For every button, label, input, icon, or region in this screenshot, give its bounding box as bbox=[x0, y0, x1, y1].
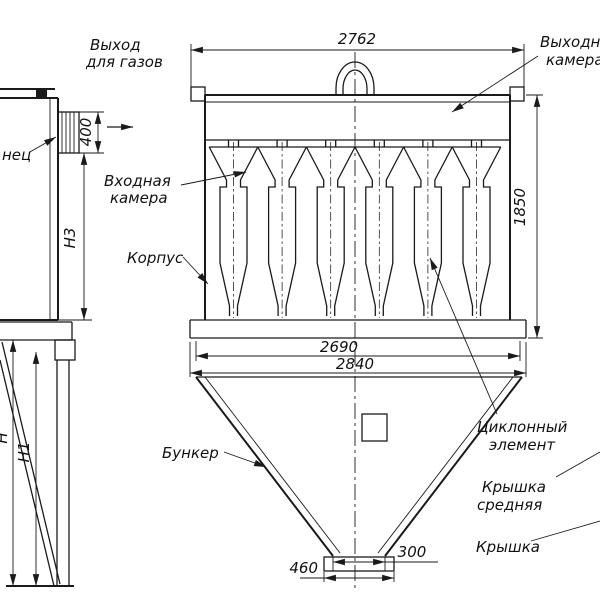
dim-text-h1: Н1 bbox=[15, 442, 33, 463]
gas-outlet-flange bbox=[57, 111, 80, 154]
label-outlet-chamber-line2: камера bbox=[546, 51, 600, 69]
front-view-dimensions bbox=[189, 44, 543, 582]
front-view bbox=[189, 52, 527, 588]
side-view bbox=[0, 88, 133, 587]
dim-text-300: 300 bbox=[398, 543, 427, 561]
lifting-lug bbox=[335, 61, 375, 95]
label-gas-outlet-line2: для газов bbox=[85, 53, 163, 71]
label-cover-middle-line1: Крышка bbox=[482, 478, 546, 496]
hopper-outline bbox=[195, 376, 523, 557]
label-hopper: Бункер bbox=[162, 444, 219, 462]
bottom-flange bbox=[189, 319, 527, 339]
hopper-access-hatch bbox=[361, 413, 388, 442]
label-body: Корпус bbox=[127, 249, 184, 267]
side-top-fitting bbox=[36, 88, 47, 98]
leader-flange bbox=[29, 136, 57, 153]
side-view-dimensions bbox=[9, 111, 104, 586]
dim-text-2840: 2840 bbox=[336, 355, 374, 373]
side-support-flange bbox=[0, 321, 73, 341]
side-support-bracket bbox=[54, 339, 76, 361]
label-inlet-chamber-line2: камера bbox=[110, 189, 168, 207]
dim-text-h3: Н3 bbox=[61, 228, 79, 249]
cyclone-element bbox=[257, 139, 308, 319]
label-gas-outlet-line1: Выход bbox=[90, 36, 141, 54]
cyclone-element bbox=[402, 139, 453, 319]
label-cyclone-element-line1: Циклонный bbox=[477, 418, 568, 436]
leader-lines bbox=[29, 55, 600, 542]
hopper-inner-walls bbox=[204, 376, 514, 554]
label-cover: Крышка bbox=[476, 538, 540, 556]
label-cover-middle-line2: средняя bbox=[477, 496, 542, 514]
dim-text-460: 460 bbox=[289, 559, 318, 577]
side-body-outline bbox=[0, 88, 59, 321]
side-support-leg bbox=[56, 360, 70, 586]
cyclone-element bbox=[208, 139, 259, 319]
label-cyclone-element-line2: элемент bbox=[489, 436, 556, 454]
leader-hopper bbox=[223, 451, 267, 468]
right-corner-tab bbox=[509, 86, 525, 102]
cyclone-element bbox=[354, 139, 405, 319]
cyclone-element bbox=[451, 139, 502, 319]
dim-text-1850: 1850 bbox=[511, 188, 529, 226]
leader-inlet-chamber bbox=[180, 171, 247, 186]
side-hopper-slope bbox=[0, 341, 61, 587]
gas-outlet-flange-hatch bbox=[61, 112, 75, 153]
dim-text-h: Н bbox=[0, 432, 11, 443]
dim-text-400: 400 bbox=[77, 118, 95, 147]
leader-outlet-chamber bbox=[451, 55, 539, 113]
label-inlet-chamber-line1: Входная bbox=[104, 172, 171, 190]
hopper-outlet-opening bbox=[332, 557, 386, 571]
cyclone-element bbox=[305, 139, 356, 319]
left-corner-tab bbox=[190, 86, 206, 102]
dim-text-2762: 2762 bbox=[338, 30, 376, 48]
dim-text-2690: 2690 bbox=[320, 338, 358, 356]
leader-cyclone-element bbox=[429, 257, 498, 415]
leader-cover-middle bbox=[555, 451, 600, 478]
text-labels: Выход для газов нец Входная камера Корпу… bbox=[0, 30, 600, 577]
hopper-outlet-flange bbox=[323, 556, 395, 572]
label-outlet-chamber-line1: Выходная bbox=[540, 33, 600, 51]
leader-body bbox=[182, 256, 209, 285]
front-body-outline bbox=[204, 94, 511, 320]
label-flange-partial: нец bbox=[2, 146, 31, 164]
leader-cover bbox=[530, 520, 600, 542]
